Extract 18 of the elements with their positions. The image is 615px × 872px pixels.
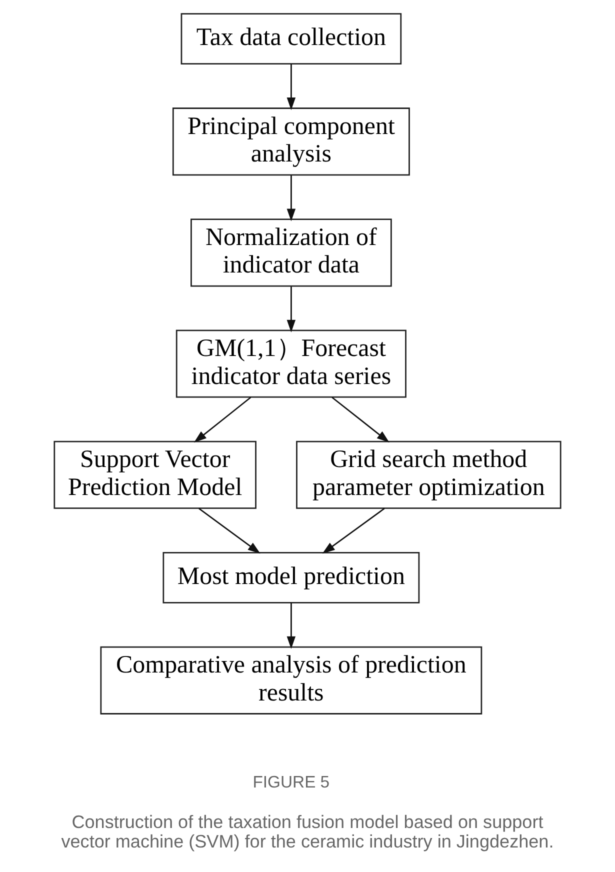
- node-box: Grid search method parameter optimization: [296, 440, 562, 509]
- arrow: [198, 508, 260, 554]
- caption: Construction of the taxation fusion model based on support vector machine (SVM) for the ceramic industry in Jingdezhen.: [61, 812, 554, 852]
- arrow: [286, 64, 296, 110]
- node-box: Normalization of indicator data: [190, 218, 392, 287]
- node-box: Support Vector Prediction Model: [54, 440, 256, 509]
- node-box: Principal component analysis: [172, 108, 410, 176]
- arrow: [332, 396, 390, 443]
- arrow: [286, 175, 296, 222]
- label: FIGURE 5: [252, 772, 330, 792]
- arrow: [194, 396, 252, 443]
- node-box: Most model prediction: [162, 552, 420, 604]
- arrow: [286, 602, 296, 649]
- node-box: Comparative analysis of prediction results: [100, 646, 482, 714]
- arrow: [322, 508, 385, 554]
- node-box: Tax data collection: [180, 13, 402, 64]
- node-box: GM(1,1）Forecast indicator data series: [176, 330, 406, 398]
- arrow: [286, 286, 296, 332]
